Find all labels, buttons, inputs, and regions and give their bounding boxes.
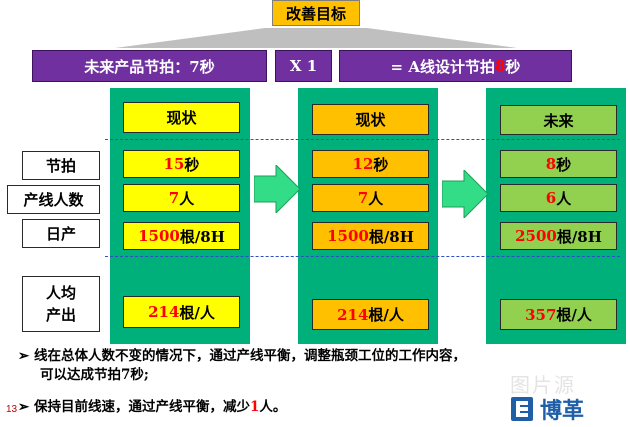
design-takt-suffix: 秒 [505, 57, 521, 76]
col3-title: 未来 [500, 105, 617, 135]
bullet-1-line2: 可以达成节拍7秒; [40, 367, 149, 383]
future-takt-box: 未来产品节拍：7秒 [32, 50, 267, 82]
company-logo: 博革 [510, 394, 625, 424]
logo-text: 博革 [540, 399, 585, 424]
col1-title: 现状 [123, 102, 240, 133]
col2-title: 现状 [312, 104, 429, 135]
bullet-marker-icon: ➢ [18, 348, 30, 364]
dashed-separator-bottom [105, 256, 620, 257]
multiplier-box: X 1 [275, 50, 332, 82]
design-takt-prefix: = A线设计节拍 [390, 57, 495, 76]
bracket-trapezoid [115, 28, 517, 48]
arrow-right-icon [254, 165, 301, 213]
bullet-1: ➢ 线在总体人数不变的情况下，通过产线平衡，调整瓶颈工位的工作内容， [18, 347, 466, 366]
bullet-marker-icon: ➢ [18, 399, 30, 415]
arrow-right-icon [442, 170, 489, 218]
design-takt-value: 8 [494, 57, 506, 75]
row-label-daily: 日产 [22, 219, 100, 248]
watermark-text: 图片源 [510, 375, 576, 397]
bullet-1-line1: 线在总体人数不变的情况下，通过产线平衡，调整瓶颈工位的工作内容， [34, 348, 467, 364]
bullet-2: ➢ 保持目前线速，通过产线平衡，减少1人。 [18, 399, 287, 415]
row-label-per-capita: 人均 产出 [22, 276, 100, 332]
dashed-separator-top [105, 139, 620, 140]
goal-title: 改善目标 [272, 0, 360, 26]
row-label-takt: 节拍 [22, 151, 100, 180]
row-label-people: 产线人数 [7, 185, 100, 214]
logo-mark-icon [511, 397, 533, 421]
page-number: 13 [6, 404, 18, 415]
